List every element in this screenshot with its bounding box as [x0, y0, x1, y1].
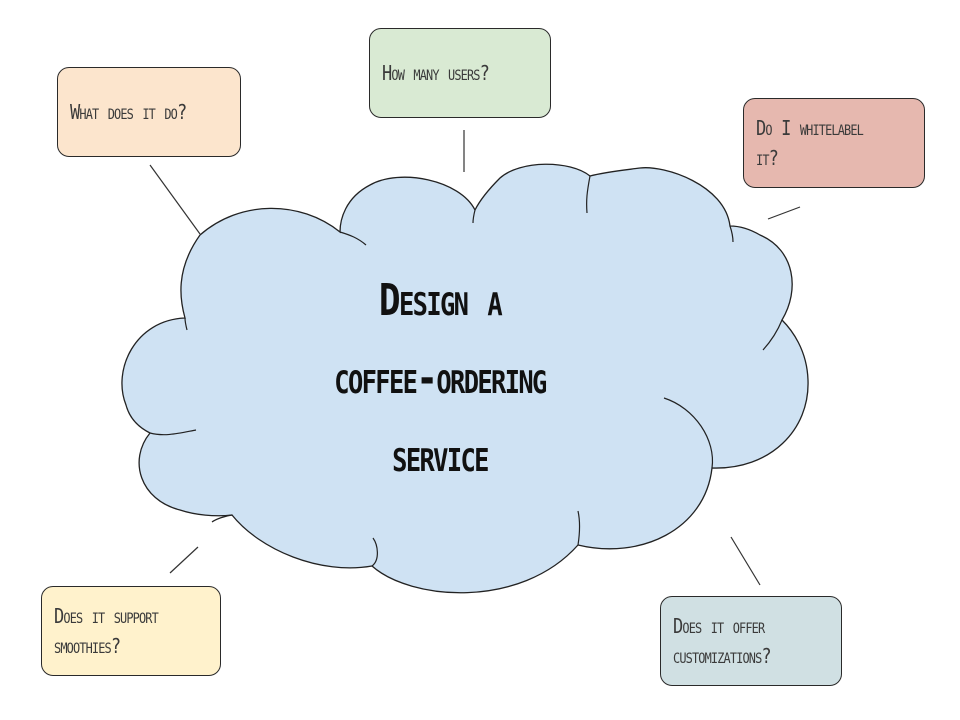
- question-note-customizations: Does it offer customizations?: [660, 596, 842, 686]
- central-topic-line: service: [392, 431, 489, 482]
- cloud-inner-arc: [339, 231, 367, 246]
- question-note-smoothies: Does it support smoothies?: [41, 586, 221, 676]
- question-text: Does it support smoothies?: [54, 604, 159, 658]
- question-note-users: How many users?: [369, 28, 551, 118]
- question-text: Does it offer customizations?: [673, 614, 772, 668]
- connector-smoothies: [169, 546, 199, 574]
- cloud-inner-arc: [762, 319, 783, 351]
- connector-customizations: [730, 536, 761, 586]
- cloud-inner-arc: [149, 429, 197, 436]
- connector-what: [149, 164, 201, 235]
- cloud-inner-arc: [371, 537, 378, 567]
- central-cloud: [121, 163, 809, 594]
- cloud-inner-arc: [663, 397, 714, 469]
- question-text: What does it do?: [70, 100, 187, 124]
- connector-whitelabel: [767, 206, 801, 220]
- question-note-whitelabel: Do I whitelabel it?: [743, 98, 925, 188]
- question-text: How many users?: [382, 61, 490, 85]
- cloud-inner-arc: [472, 209, 476, 224]
- central-topic-line: coffee-ordering: [334, 353, 547, 404]
- central-topic-line: Design a: [378, 275, 503, 326]
- cloud-inner-arc: [577, 510, 581, 546]
- central-topic: Design a coffee-ordering service: [284, 262, 596, 496]
- cloud-inner-arc: [586, 175, 591, 214]
- question-text: Do I whitelabel it?: [756, 116, 864, 170]
- cloud-inner-arc: [729, 225, 734, 243]
- cloud-inner-arc: [211, 514, 233, 523]
- question-note-what: What does it do?: [57, 67, 241, 157]
- cloud-inner-arc: [184, 317, 188, 331]
